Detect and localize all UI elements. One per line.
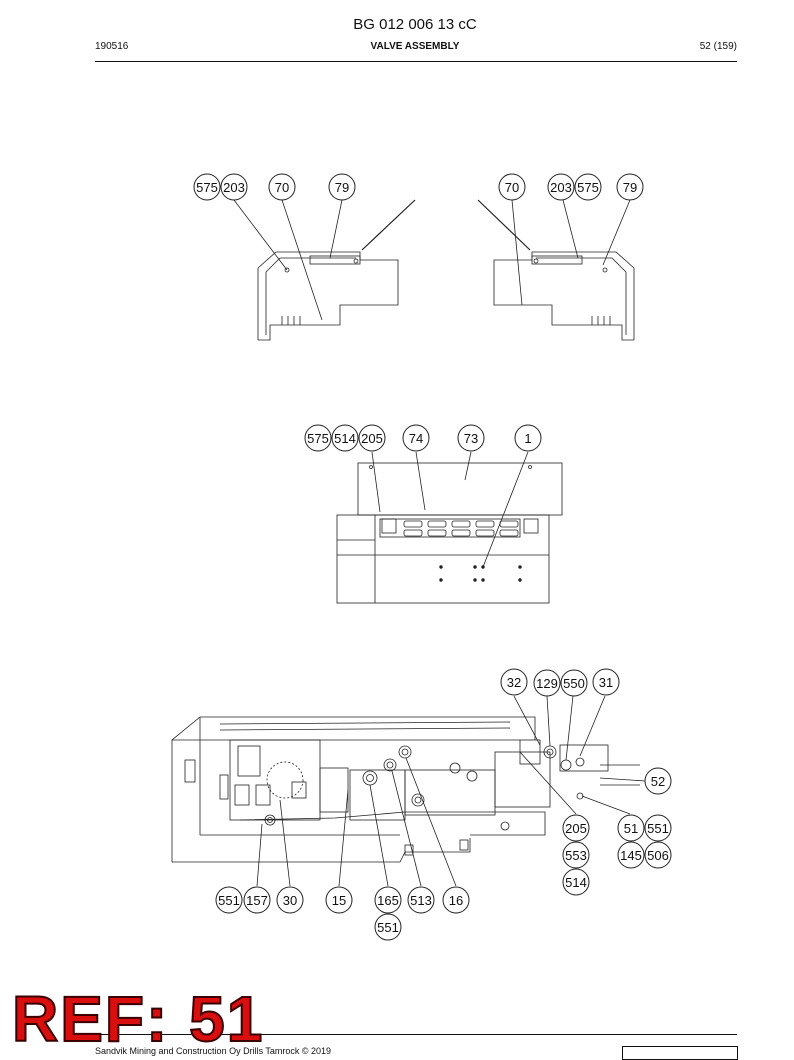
callout-51: 51 [617,814,645,842]
svg-text:165: 165 [377,893,399,908]
svg-text:145: 145 [620,848,642,863]
callouts: 575 203 70 79 70 203 575 79 575 514 205 … [193,173,672,941]
callout-31: 31 [592,668,620,696]
callout-550: 550 [560,669,588,697]
callout-553: 553 [562,841,590,869]
svg-text:32: 32 [507,675,521,690]
header-rule [95,61,737,62]
callout-165: 165 [374,886,402,914]
callout-551: 551 [374,913,402,941]
callout-575: 575 [304,424,332,452]
svg-text:205: 205 [565,821,587,836]
callout-575: 575 [193,173,221,201]
callout-203: 203 [547,173,575,201]
svg-text:70: 70 [275,180,289,195]
callout-30: 30 [276,886,304,914]
svg-text:157: 157 [246,893,268,908]
callout-575: 575 [574,173,602,201]
document-title: BG 012 006 13 cC [353,16,477,33]
view-top-left-drawing [257,199,416,341]
svg-text:513: 513 [410,893,432,908]
callout-205: 205 [562,814,590,842]
svg-text:203: 203 [223,180,245,195]
callout-70: 70 [498,173,526,201]
callout-52: 52 [644,767,672,795]
document-date: 190516 [95,41,129,52]
svg-text:575: 575 [196,180,218,195]
callout-70: 70 [268,173,296,201]
svg-text:551: 551 [218,893,240,908]
svg-text:506: 506 [647,848,669,863]
svg-text:551: 551 [377,920,399,935]
leader-lines [233,199,646,887]
svg-text:575: 575 [307,431,329,446]
svg-text:51: 51 [624,821,638,836]
view-top-right-drawing [477,199,635,341]
callout-79: 79 [616,173,644,201]
view-bottom-drawing [171,716,640,863]
svg-text:205: 205 [361,431,383,446]
footer-copyright: Sandvik Mining and Construction Oy Drill… [95,1046,332,1056]
sandvik-logo [622,1046,738,1060]
svg-text:16: 16 [449,893,463,908]
svg-text:31: 31 [599,675,613,690]
svg-text:74: 74 [409,431,423,446]
reference-stamp: REF: 51 [11,982,265,1056]
page-number: 52 (159) [699,41,737,52]
callout-513: 513 [407,886,435,914]
svg-text:129: 129 [536,676,558,691]
footer-rule [95,1034,737,1035]
svg-text:30: 30 [283,893,297,908]
callout-514: 514 [331,424,359,452]
svg-text:52: 52 [651,774,665,789]
callout-16: 16 [442,886,470,914]
section-title: VALVE ASSEMBLY [370,41,460,52]
svg-text:514: 514 [334,431,356,446]
callout-205: 205 [358,424,386,452]
svg-text:1: 1 [524,431,531,446]
callout-145: 145 [617,841,645,869]
svg-text:79: 79 [335,180,349,195]
callout-157: 157 [243,886,271,914]
svg-text:79: 79 [623,180,637,195]
callout-15: 15 [325,886,353,914]
callout-514: 514 [562,868,590,896]
svg-text:514: 514 [565,875,587,890]
svg-text:550: 550 [563,676,585,691]
callout-79: 79 [328,173,356,201]
svg-text:203: 203 [550,180,572,195]
svg-text:15: 15 [332,893,346,908]
callout-129: 129 [533,669,561,697]
callout-506: 506 [644,841,672,869]
callout-551: 551 [644,814,672,842]
callout-1: 1 [514,424,542,452]
callout-74: 74 [402,424,430,452]
svg-text:73: 73 [464,431,478,446]
svg-text:553: 553 [565,848,587,863]
callout-73: 73 [457,424,485,452]
svg-text:70: 70 [505,180,519,195]
callout-203: 203 [220,173,248,201]
svg-text:551: 551 [647,821,669,836]
callout-551: 551 [215,886,243,914]
callout-32: 32 [500,668,528,696]
svg-text:575: 575 [577,180,599,195]
view-middle-drawing [336,462,563,604]
